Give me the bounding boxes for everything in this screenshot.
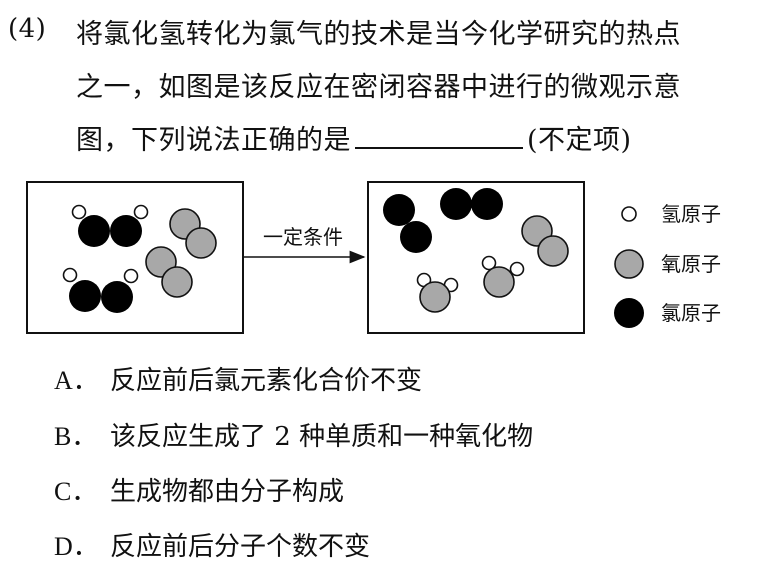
cl2-molecule xyxy=(440,188,503,220)
answer-blank xyxy=(355,121,523,149)
hcl-molecule xyxy=(71,204,110,247)
legend-item-chlorine: 氯原子 xyxy=(614,298,721,328)
o2-molecule xyxy=(145,246,193,298)
option-d[interactable]: D． 反应前后分子个数不变 xyxy=(54,526,370,563)
condition-label: 一定条件 xyxy=(263,225,343,249)
option-letter: A． xyxy=(54,366,99,395)
legend-label: 氧原子 xyxy=(661,252,721,276)
hydrogen-atom-icon xyxy=(621,206,637,222)
reactants-box xyxy=(26,181,244,334)
hcl-molecule xyxy=(62,267,101,312)
option-text: 反应前后分子个数不变 xyxy=(110,532,371,562)
cl2-molecule xyxy=(383,194,432,253)
question-text-line-1: 将氯化氢转化为氯气的技术是当今化学研究的热点 xyxy=(76,19,681,50)
hcl-molecule xyxy=(110,204,149,247)
o2-molecule xyxy=(521,215,569,267)
products-box xyxy=(367,181,585,334)
option-a[interactable]: A． 反应前后氯元素化合价不变 xyxy=(54,360,422,397)
option-b[interactable]: B． 该反应生成了 2 种单质和一种氧化物 xyxy=(54,416,533,453)
reaction-arrow: 一定条件 xyxy=(243,225,366,264)
legend: 氢原子 氧原子 氯原子 xyxy=(614,202,721,328)
question-number: (4) xyxy=(8,14,47,44)
legend-label: 氢原子 xyxy=(661,202,721,226)
option-text: 该反应生成了 2 种单质和一种氧化物 xyxy=(110,422,534,452)
legend-label: 氯原子 xyxy=(661,301,721,325)
option-letter: D． xyxy=(54,532,99,561)
o2-molecule xyxy=(169,208,217,259)
question-text-line-2: 之一，如图是该反应在密闭容器中进行的微观示意 xyxy=(76,72,681,103)
option-letter: C． xyxy=(54,477,98,506)
option-c[interactable]: C． 生成物都由分子构成 xyxy=(54,471,344,508)
option-letter: B． xyxy=(54,422,98,451)
oxygen-atom-icon xyxy=(614,249,644,279)
option-text: 生成物都由分子构成 xyxy=(110,477,345,507)
question-stem-end: 图，下列说法正确的是 xyxy=(76,125,351,156)
h2o-molecule xyxy=(416,272,459,313)
h2o-molecule xyxy=(481,255,525,298)
question-type-note: (不定项) xyxy=(527,125,632,156)
legend-item-oxygen: 氧原子 xyxy=(614,249,721,279)
legend-item-hydrogen: 氢原子 xyxy=(621,202,721,226)
chlorine-atom-icon xyxy=(614,298,644,328)
reaction-diagram: 一定条件 xyxy=(26,181,721,334)
question-text-line-3: 图，下列说法正确的是 (不定项) xyxy=(76,118,632,157)
option-text: 反应前后氯元素化合价不变 xyxy=(110,366,423,396)
hcl-molecule xyxy=(101,268,139,313)
